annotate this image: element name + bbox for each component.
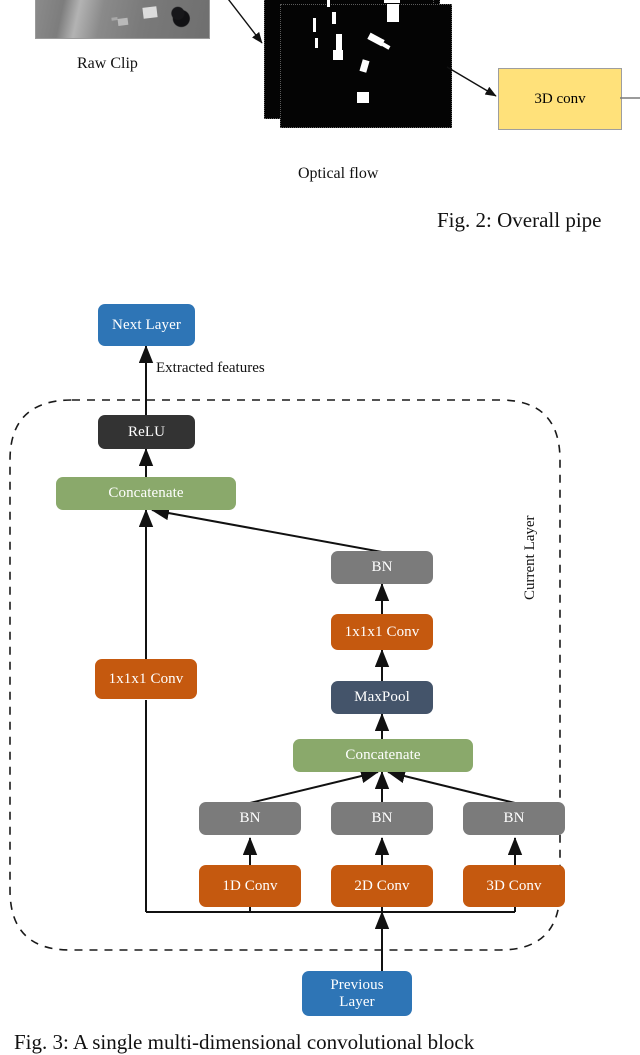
node-bn-3d[interactable]: BN bbox=[463, 802, 565, 835]
node-conv-3d[interactable]: 3D Conv bbox=[463, 865, 565, 907]
figure-2-caption: Fig. 2: Overall pipe bbox=[437, 208, 602, 232]
node-concatenate-top[interactable]: Concatenate bbox=[56, 477, 236, 510]
extracted-features-label: Extracted features bbox=[156, 360, 265, 376]
node-next-layer[interactable]: Next Layer bbox=[98, 304, 195, 346]
node-previous-layer[interactable]: Previous Layer bbox=[302, 971, 412, 1016]
node-conv-1d[interactable]: 1D Conv bbox=[199, 865, 301, 907]
node-conv-2d[interactable]: 2D Conv bbox=[331, 865, 433, 907]
node-conv-1x1x1-left[interactable]: 1x1x1 Conv bbox=[95, 659, 197, 699]
3d-conv-box: 3D conv bbox=[498, 68, 622, 130]
optical-flow-label: Optical flow bbox=[298, 165, 379, 182]
node-conv-1x1x1-right[interactable]: 1x1x1 Conv bbox=[331, 614, 433, 650]
node-maxpool[interactable]: MaxPool bbox=[331, 681, 433, 714]
node-bn-1d[interactable]: BN bbox=[199, 802, 301, 835]
node-concatenate-mid[interactable]: Concatenate bbox=[293, 739, 473, 772]
node-relu[interactable]: ReLU bbox=[98, 415, 195, 449]
3d-conv-box-label: 3D conv bbox=[534, 90, 586, 107]
raw-clip-label: Raw Clip bbox=[77, 55, 138, 72]
figure-3-caption: Fig. 3: A single multi-dimensional convo… bbox=[14, 1030, 475, 1054]
node-bn-top[interactable]: BN bbox=[331, 551, 433, 584]
optical-flow-stack bbox=[264, 0, 454, 132]
raw-clip-thumbnail bbox=[35, 0, 210, 39]
node-bn-2d[interactable]: BN bbox=[331, 802, 433, 835]
